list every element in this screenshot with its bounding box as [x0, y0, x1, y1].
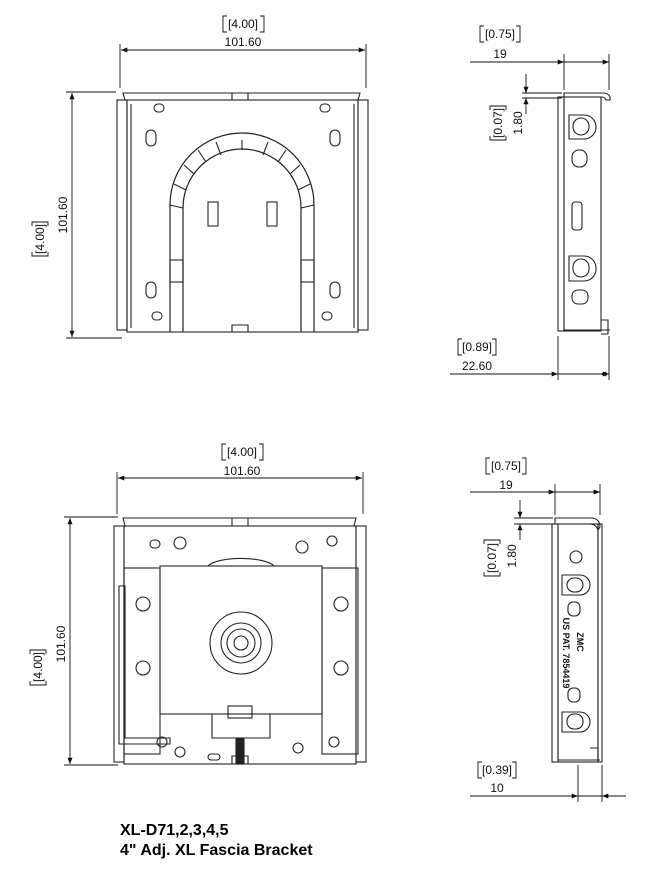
- top-front-width-inch: [4.00]: [228, 17, 258, 31]
- bottom-side-depth-dim: [470, 457, 601, 515]
- top-side-depth-dim: [470, 25, 610, 90]
- top-side-depth-inch: [0.75]: [485, 27, 515, 41]
- top-side-thickness-dim: [489, 74, 562, 141]
- top-front-height-inch: [4.00]: [33, 224, 47, 254]
- bottom-side-depth-inch: [0.75]: [491, 459, 521, 473]
- brand-stamp: ZMC: [575, 632, 585, 652]
- patent-stamp: US PAT. 7854419: [561, 618, 571, 689]
- bottom-side-thickness-dim: [483, 500, 553, 577]
- bottom-side-base-mm: 10: [490, 781, 504, 795]
- bottom-front-width-mm: 101.60: [224, 464, 261, 478]
- bottom-side-thickness-mm: 1.80: [505, 544, 519, 568]
- bottom-front-height-dim: [29, 516, 118, 766]
- bottom-front-view: [113, 517, 367, 765]
- bottom-side-thickness-inch: [0.07]: [485, 543, 499, 573]
- top-side-view: [557, 92, 611, 335]
- top-side-depth-mm: 19: [493, 47, 507, 61]
- top-front-height-mm: 101.60: [56, 196, 70, 233]
- bottom-side-base-inch: [0.39]: [482, 763, 512, 777]
- bottom-side-base-dim: [470, 761, 626, 802]
- top-side-thickness-mm: 1.80: [511, 111, 525, 135]
- top-side-base-mm: 22.60: [462, 359, 492, 373]
- top-front-width-dim: [119, 15, 367, 88]
- top-side-thickness-inch: [0.07]: [491, 108, 505, 138]
- bottom-side-depth-mm: 19: [499, 478, 513, 492]
- bottom-front-height-inch: [4.00]: [31, 652, 45, 682]
- bottom-front-width-inch: [4.00]: [227, 445, 257, 459]
- model-number: XL-D71,2,3,4,5: [120, 822, 229, 839]
- top-side-base-inch: [0.89]: [462, 340, 492, 354]
- top-side-base-dim: [450, 336, 610, 380]
- bottom-side-view: [551, 517, 603, 763]
- bottom-front-width-dim: [116, 443, 364, 514]
- bottom-front-height-mm: 101.60: [54, 625, 68, 662]
- top-front-width-mm: 101.60: [225, 35, 262, 49]
- top-front-view: [116, 92, 369, 333]
- product-description: 4" Adj. XL Fascia Bracket: [120, 842, 313, 859]
- top-front-height-dim: [31, 91, 122, 339]
